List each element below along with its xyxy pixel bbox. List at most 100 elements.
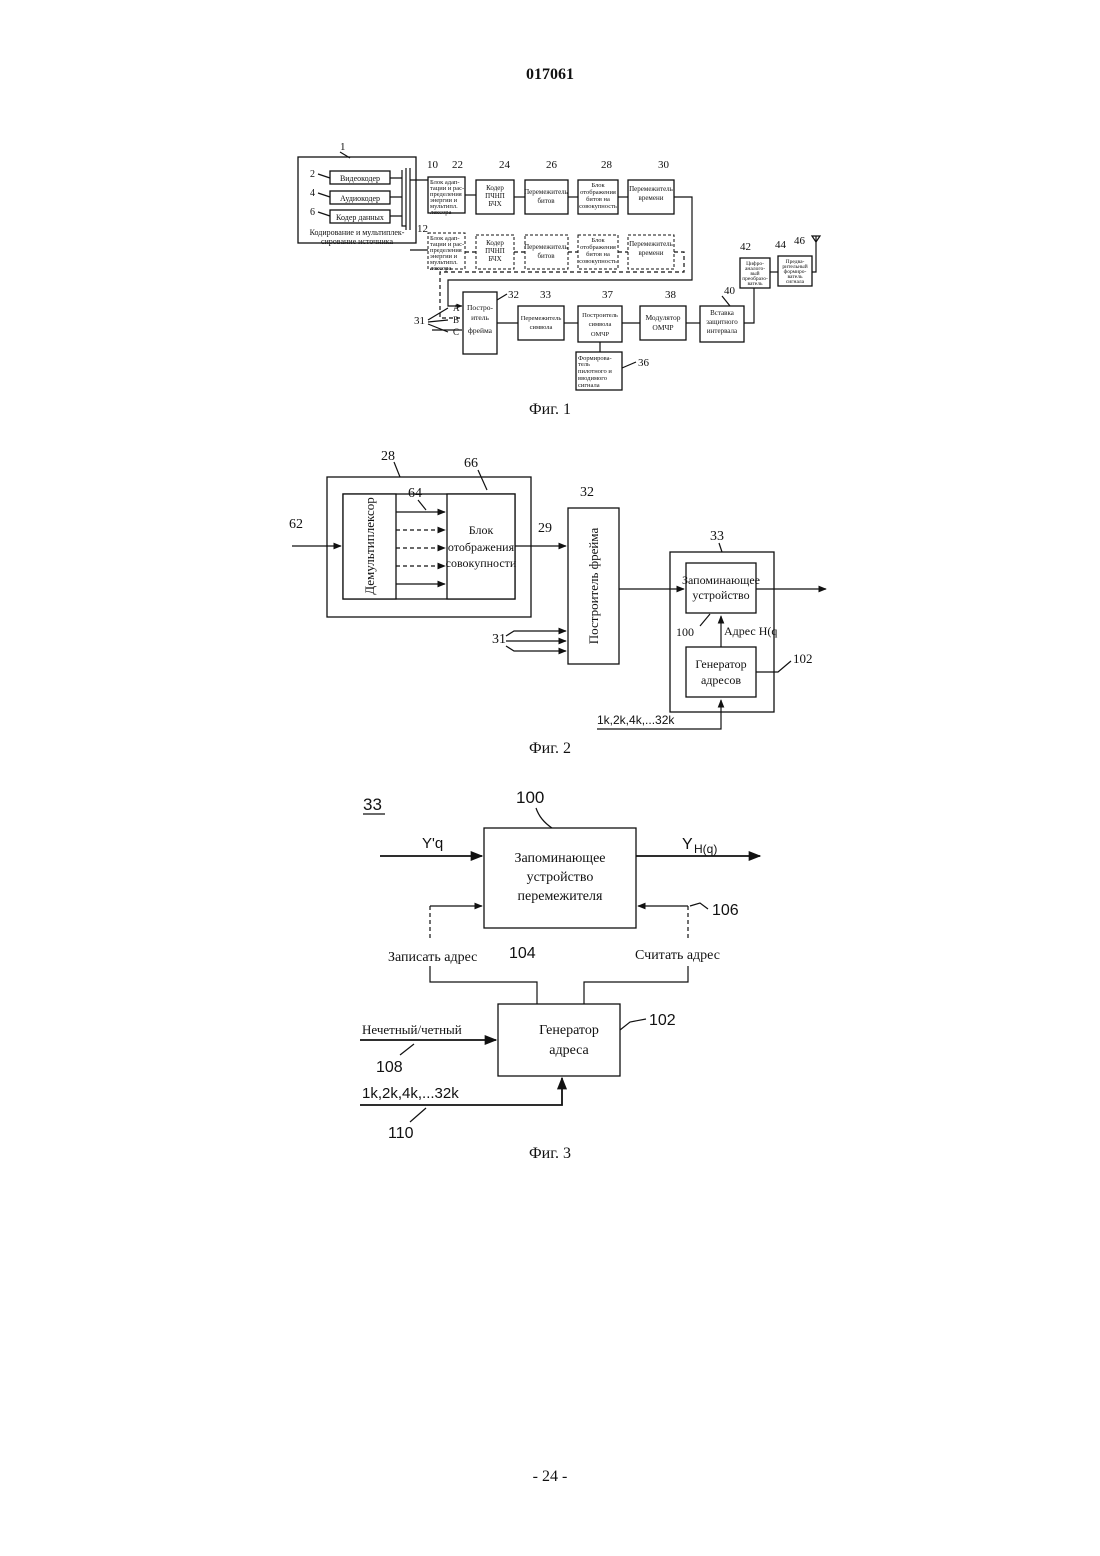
ref-106: 106 (712, 902, 739, 919)
row2-b4-l3: битов на (586, 251, 610, 258)
ref-31b: 31 (492, 632, 506, 647)
ref-40: 40 (724, 285, 736, 297)
row2-b2-l3: БЧХ (488, 255, 501, 263)
source-coding-block: 1 Видеокодер Аудиокодер Кодер данных 2 4… (298, 141, 439, 250)
gen102-l2: адресов (701, 673, 741, 687)
map66-l3: совокупности (446, 556, 517, 570)
pilot-l5: сигнала (578, 382, 600, 389)
output-y-label: Y (682, 836, 693, 853)
sb37-l1: Построитель (582, 312, 618, 319)
row2-b1-l6: лексора (430, 265, 452, 272)
dac-l5: ватель (748, 281, 763, 287)
output-y-sub: H(q) (694, 842, 717, 856)
ref-1: 1 (340, 141, 346, 153)
fb32-l1: Постро- (467, 303, 494, 312)
mem3-l1: Запоминающее (515, 851, 606, 866)
ref-32b: 32 (580, 485, 594, 500)
read-address-label: Считать адрес (635, 948, 720, 963)
odd-even-label: Нечетный/четный (362, 1022, 462, 1037)
row1-b24-l2: ПЧНП (485, 192, 505, 200)
input-b: B (453, 315, 459, 325)
row2-b3-l1: Перемежитель (524, 243, 568, 251)
gen3-l2: адреса (549, 1043, 589, 1058)
sb37-l3: ОМЧР (591, 331, 610, 338)
ref-29: 29 (538, 521, 552, 536)
row1-b24-l3: БЧХ (488, 200, 501, 208)
gi40-l3: интервала (707, 327, 738, 335)
page-number: - 24 - (0, 1468, 1100, 1486)
row1-b28-l4: совокупность (579, 203, 617, 210)
fig1-caption: Фиг. 1 (0, 401, 1100, 419)
row1-b30-l1: Перемежитель (629, 185, 673, 193)
video-coder-label: Видеокодер (340, 174, 380, 183)
mem100-l2: устройство (692, 588, 749, 602)
ref-36: 36 (638, 357, 650, 369)
rf-l5: сигнала (786, 279, 805, 285)
gen3-l1: Генератор (539, 1023, 599, 1038)
source-label-1: Кодирование и мультиплек- (310, 228, 405, 237)
row2-b4-l2: отображения (580, 244, 616, 251)
gi40-l1: Вставка (710, 309, 735, 317)
rf-frontend-44: Предва- рительный формиро- ватель сигнал… (775, 235, 820, 286)
mem100-l1: Запоминающее (682, 573, 760, 587)
mod38-l2: ОМЧР (652, 323, 673, 332)
mode-label-fig3: 1k,2k,4k,...32k (362, 1085, 459, 1102)
row1-b28-l1: Блок (591, 182, 605, 189)
ref-22: 22 (452, 159, 463, 171)
ref-28: 28 (601, 159, 613, 171)
ref-44: 44 (775, 239, 787, 251)
sb37-l2: символа (589, 321, 612, 328)
ofdm-symbol-builder-37: Построитель символа ОМЧР 37 (578, 289, 622, 342)
row2-b5-l1: Перемежитель (629, 240, 673, 248)
ref-33-title: 33 (363, 795, 382, 814)
ref-33: 33 (540, 289, 552, 301)
ref-62: 62 (289, 517, 303, 532)
input-a: A (453, 303, 460, 313)
ref-42: 42 (740, 241, 751, 253)
mem3-l3: перемежителя (518, 889, 603, 904)
row2-b3-l2: битов (537, 252, 555, 260)
ref-2: 2 (310, 169, 315, 180)
ref-46: 46 (794, 235, 806, 247)
ref-4: 4 (310, 188, 315, 199)
ref-108: 108 (376, 1059, 403, 1076)
ref-33b: 33 (710, 529, 724, 544)
row1-b28-l2: отображения (580, 189, 616, 196)
row2-b2-l1: Кодер (486, 239, 504, 247)
fb32-l3: фрейма (468, 326, 493, 335)
si33-l2: символа (530, 324, 553, 331)
ref-32: 32 (508, 289, 519, 301)
fig2-caption: Фиг. 2 (0, 740, 1100, 758)
input-yq-label: Y'q (422, 835, 443, 852)
ref-24: 24 (499, 159, 511, 171)
fig1-row2: Блок адап- тации и рас- пределения энерг… (428, 233, 674, 272)
row1-b24-l1: Кодер (486, 184, 504, 192)
ref-66: 66 (464, 456, 478, 471)
gen102-l1: Генератор (695, 657, 746, 671)
row2-b4-l1: Блок (591, 237, 605, 244)
ref-10: 10 (427, 159, 439, 171)
mem3-l2: устройство (527, 870, 594, 885)
fig3-caption: Фиг. 3 (0, 1145, 1100, 1163)
si33-l1: Перемежитель (521, 315, 562, 322)
pilot-l4: вводимого (578, 375, 607, 382)
ref-100c: 100 (516, 788, 544, 807)
ref-30: 30 (658, 159, 670, 171)
fig1-row1: Блок адап- тации и рас- пределения энерг… (428, 159, 674, 216)
map66-l2: отображения (448, 540, 515, 554)
ofdm-modulator-38: Модулятор ОМЧР 38 (640, 289, 686, 340)
row2-b5-l2: времени (639, 249, 664, 257)
mode-label-fig2: 1k,2k,4k,...32k (597, 713, 675, 727)
gi40-l2: защитного (706, 318, 738, 326)
ref-110: 110 (388, 1125, 414, 1142)
frame-builder-32: Постро- итель фрейма 32 A B C 31 (414, 289, 519, 354)
guard-insert-40: Вставка защитного интервала 40 (700, 285, 744, 342)
ref-38: 38 (665, 289, 677, 301)
audio-coder-label: Аудиокодер (340, 194, 380, 203)
pilot-l2: тель (578, 361, 590, 368)
source-label-2: сирование источника (321, 237, 394, 246)
fb32-l2: итель (471, 313, 489, 322)
write-address-label: Записать адрес (388, 950, 477, 965)
ref-104: 104 (509, 945, 536, 962)
